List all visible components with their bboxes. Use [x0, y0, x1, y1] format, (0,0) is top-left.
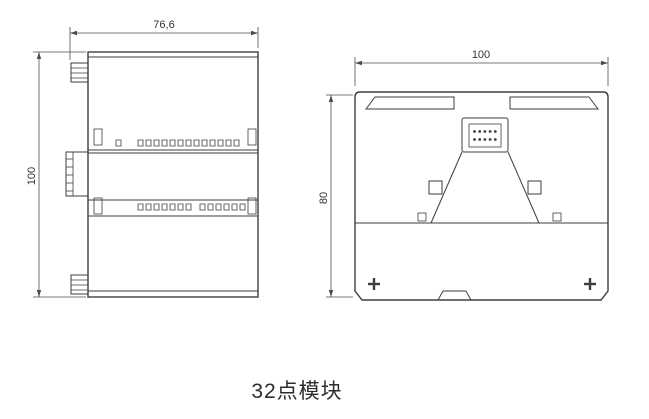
top-cover-slot-left — [365, 96, 455, 110]
mounting-square-right — [527, 180, 542, 195]
bus-connector — [461, 117, 509, 153]
din-clip-bottom — [70, 274, 89, 295]
back-view — [354, 91, 609, 301]
rail-stop-right — [552, 212, 562, 222]
side-width-dimension-label: 76,6 — [153, 19, 174, 31]
vent-row-bottom — [137, 203, 246, 211]
din-clip-top — [70, 62, 89, 83]
bottom-clip-tab — [437, 290, 472, 301]
back-width-dimension-label: 100 — [472, 49, 490, 61]
side-height-dimension-label: 100 — [26, 167, 38, 185]
latch-hooks — [93, 128, 257, 215]
screw-cross-left — [368, 278, 380, 290]
side-height-dimension: 100 — [26, 51, 86, 298]
housing-seam-lines — [88, 149, 258, 217]
vent-row-top — [115, 139, 240, 147]
side-view — [65, 51, 259, 298]
mounting-square-left — [428, 180, 443, 195]
top-cover-slot-right — [509, 96, 599, 110]
back-height-dimension-label: 80 — [318, 192, 330, 204]
back-width-dimension: 100 — [354, 49, 609, 86]
back-height-dimension: 80 — [318, 94, 353, 298]
caption: 32点模块 — [251, 380, 342, 403]
rail-stop-left — [417, 212, 427, 222]
din-rail-recess — [430, 151, 540, 224]
terminal-connector — [65, 151, 89, 197]
back-view-body-outline — [354, 91, 609, 301]
side-width-dimension: 76,6 — [69, 19, 259, 60]
side-view-body-outline — [87, 51, 259, 298]
screw-cross-right — [584, 278, 596, 290]
